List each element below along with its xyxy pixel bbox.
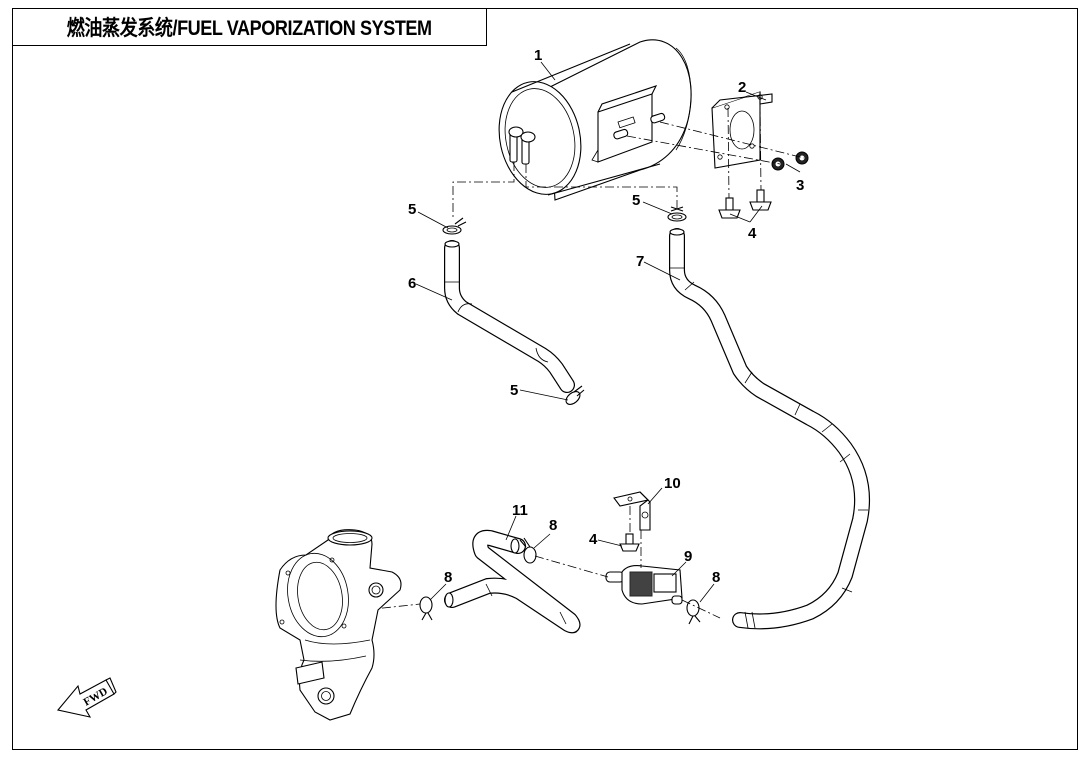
hose-clamp[interactable] — [564, 385, 585, 407]
callout-8: 8 — [444, 569, 452, 586]
carbon-canister[interactable] — [489, 39, 692, 202]
callout-7: 7 — [636, 253, 644, 270]
title-box: 燃油蒸发系统/FUEL VAPORIZATION SYSTEM — [12, 8, 487, 46]
assembly-lines-top — [452, 99, 805, 218]
callout-8: 8 — [549, 517, 557, 534]
hose-clamp[interactable] — [519, 537, 537, 564]
flange-bolt[interactable] — [718, 189, 772, 219]
callout-2: 2 — [738, 79, 746, 96]
callout-5: 5 — [632, 192, 640, 209]
callout-3: 3 — [796, 177, 804, 194]
vapor-hose-long[interactable] — [669, 228, 871, 630]
hose-clamp[interactable] — [442, 217, 467, 235]
callout-8: 8 — [712, 569, 720, 586]
callout-1: 1 — [534, 47, 542, 64]
flange-bolt[interactable] — [619, 533, 640, 552]
hose-clamp[interactable] — [419, 596, 433, 621]
throttle-body[interactable] — [275, 529, 402, 721]
forward-arrow-icon: FWD — [56, 677, 117, 718]
callout-4: 4 — [748, 225, 757, 242]
callout-5: 5 — [408, 201, 416, 218]
page-title: 燃油蒸发系统/FUEL VAPORIZATION SYSTEM — [67, 17, 432, 40]
nut[interactable] — [771, 151, 809, 171]
callout-11: 11 — [512, 502, 528, 519]
valve-bracket[interactable] — [613, 491, 651, 531]
purge-valve[interactable] — [605, 565, 683, 605]
callouts: 1 2 3 4 5 5 6 7 5 10 11 8 4 9 8 8 — [408, 47, 804, 586]
callout-10: 10 — [664, 475, 681, 492]
purge-hose[interactable] — [444, 529, 581, 634]
assembly-lines-bottom — [364, 506, 721, 619]
callout-9: 9 — [684, 548, 692, 565]
leader-lines — [415, 61, 801, 603]
callout-4: 4 — [589, 531, 598, 548]
callout-5: 5 — [510, 382, 518, 399]
canister-bracket[interactable] — [711, 91, 773, 169]
callout-6: 6 — [408, 275, 416, 292]
vapor-hose[interactable] — [444, 240, 575, 393]
drawing-frame — [12, 8, 1078, 750]
hose-clamp[interactable] — [667, 206, 687, 222]
